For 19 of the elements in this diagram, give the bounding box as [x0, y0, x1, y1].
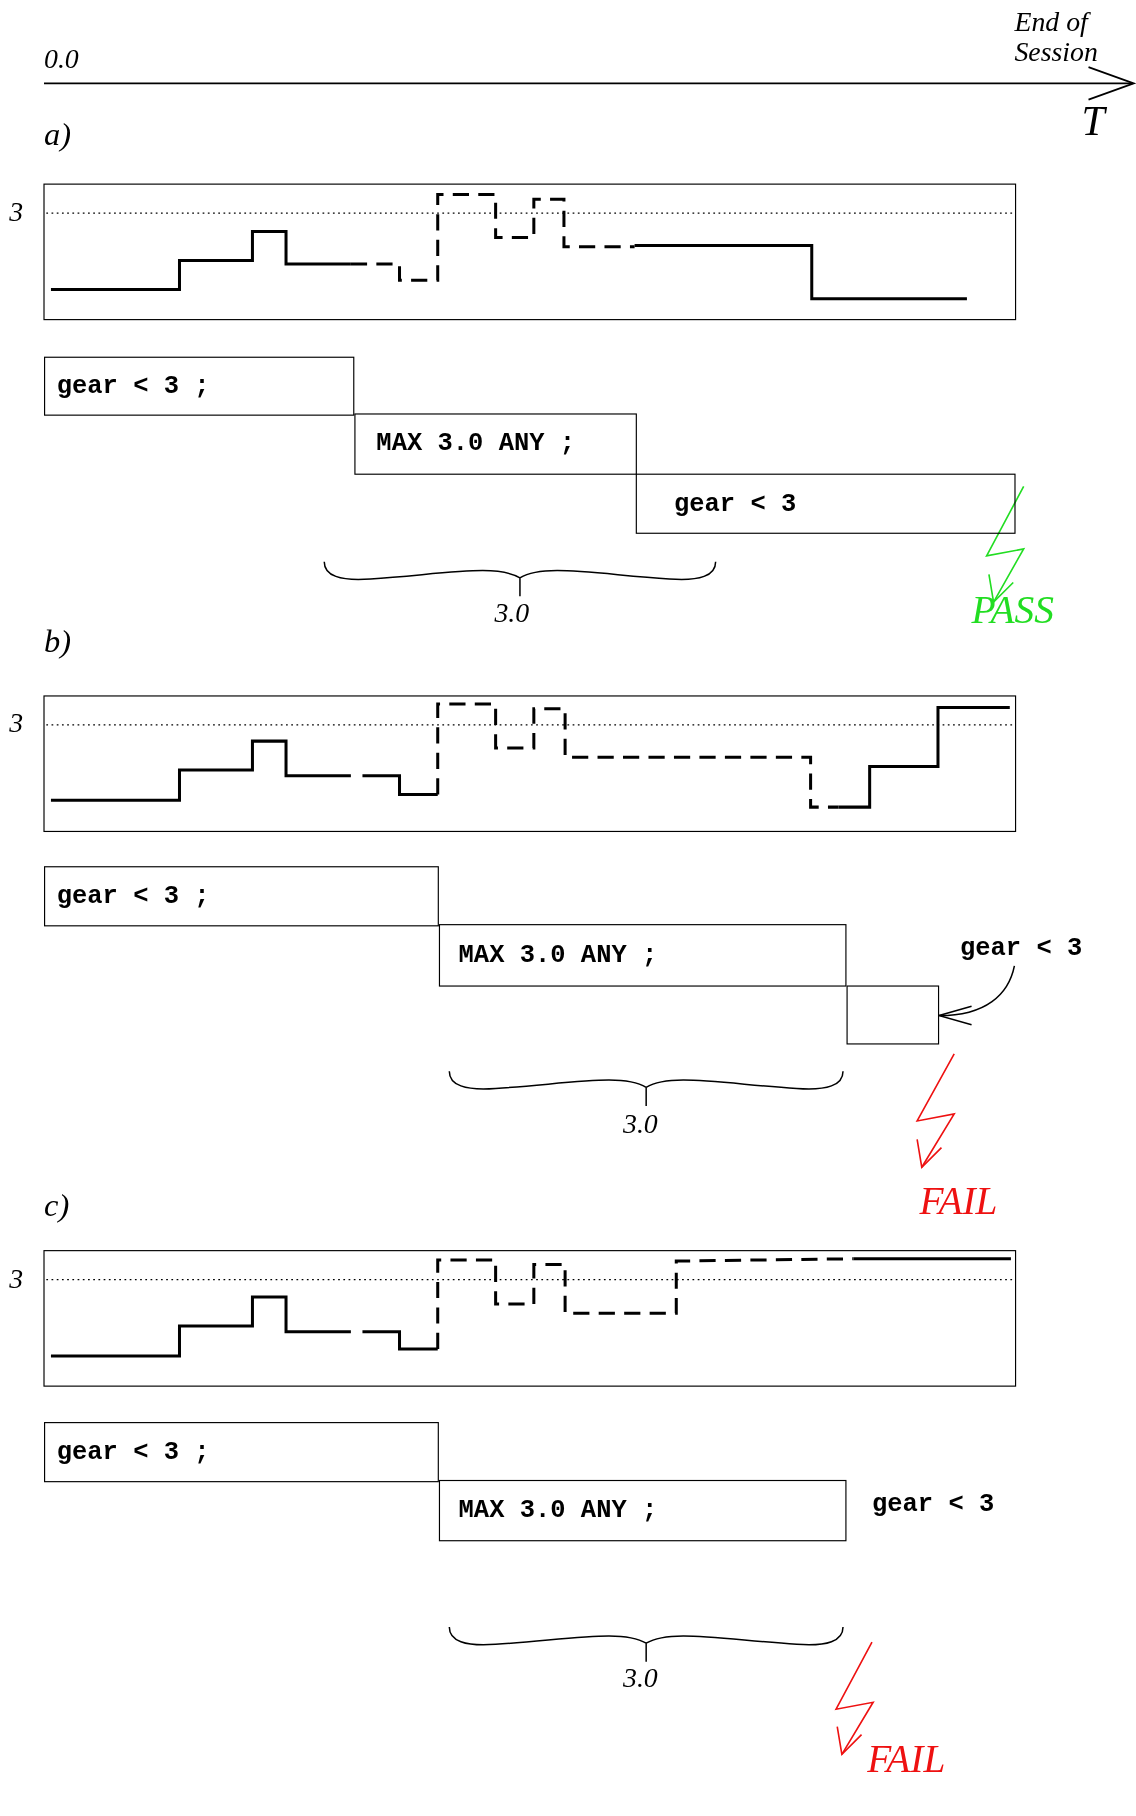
verdict-label: PASS	[971, 588, 1054, 632]
panel-label: a)	[44, 116, 71, 153]
leader-arrow	[938, 965, 1016, 1025]
duration-label: 3.0	[623, 1662, 658, 1694]
condition-text: gear < 3	[872, 1491, 995, 1520]
axis-label: 0.0	[44, 44, 79, 75]
threshold-value: 3	[9, 707, 24, 739]
panel-label: b)	[44, 624, 71, 660]
duration-label: 3.0	[494, 597, 530, 629]
threshold-value: 3	[9, 196, 24, 228]
axis-label: End of Session	[1014, 6, 1099, 69]
condition-text: gear < 3	[960, 935, 1083, 964]
verdict-label: FAIL	[867, 1737, 946, 1781]
verdict-label: FAIL	[919, 1178, 998, 1223]
axis-label: T	[1081, 99, 1105, 146]
panel-label: c)	[44, 1188, 70, 1224]
condition-box: MAX 3.0 ANY ;	[438, 1479, 847, 1542]
duration-label: 3.0	[623, 1108, 658, 1139]
threshold-value: 3	[9, 1263, 24, 1294]
